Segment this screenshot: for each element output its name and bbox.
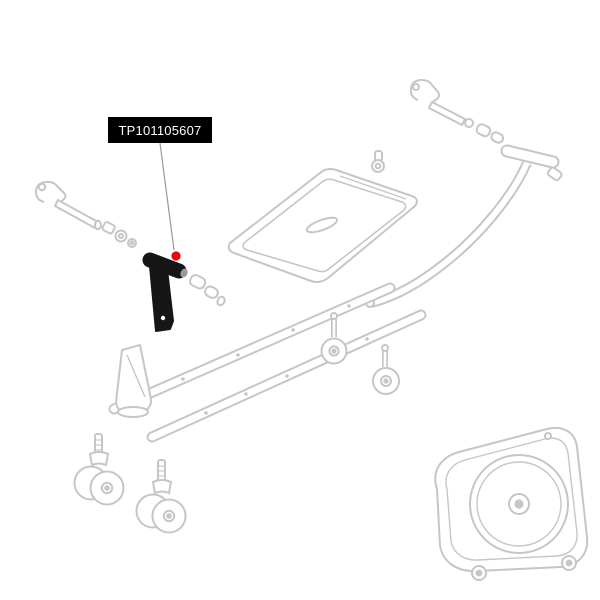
callout-leader-line [159, 142, 175, 251]
caster-wheel-right [372, 344, 400, 395]
handlebar-assembly [365, 144, 563, 308]
platform-tray [227, 150, 418, 283]
rail-assembly [108, 282, 427, 443]
caster-wheel-bottom-center [135, 459, 187, 534]
highlighted-part[interactable] [142, 252, 189, 332]
flywheel-cover [434, 427, 589, 581]
caster-wheel-mid [320, 312, 348, 365]
fastener-set-center [189, 274, 226, 307]
left-axle-assembly [35, 180, 137, 248]
caster-wheel-bottom-left [73, 433, 125, 506]
part-number-callout[interactable]: TP101105607 [108, 117, 212, 143]
support-bracket [115, 344, 153, 418]
part-marker-dot [171, 251, 181, 261]
right-lever-assembly [409, 79, 505, 144]
